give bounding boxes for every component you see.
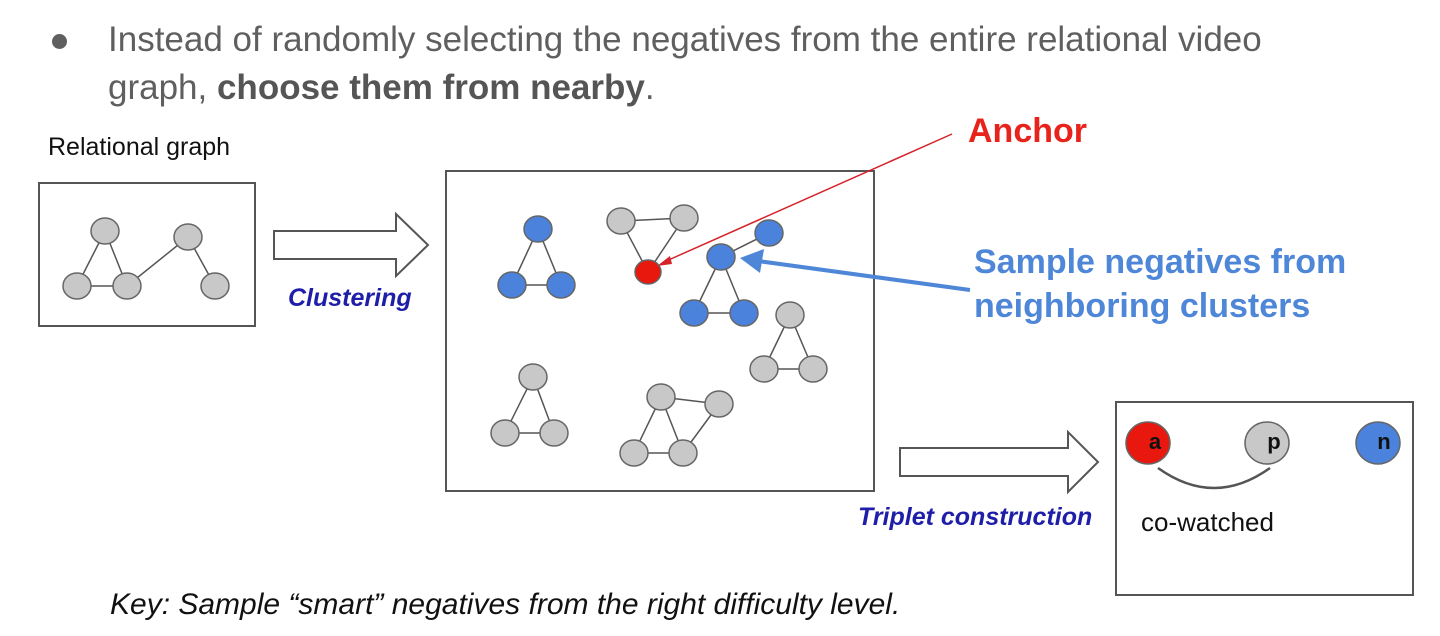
cluster-c-node-4: [729, 299, 759, 327]
rel-node-3: [62, 272, 92, 300]
triplet-negative-node: [1355, 421, 1401, 465]
sample-pointer-arrow: [740, 249, 971, 292]
sample-label-line-2: neighboring clusters: [974, 287, 1311, 325]
positive-node-letter: p: [1267, 429, 1281, 454]
clustering-arrow-icon: [273, 211, 430, 279]
bullet-bold-text: choose them from nearby: [216, 68, 645, 107]
anchor-pointer-arrow: [657, 133, 953, 266]
cluster-a-node-2: [497, 271, 527, 299]
cluster-c-node-3: [679, 299, 709, 327]
rel-node-1: [90, 217, 120, 245]
anchor-node-letter: a: [1148, 429, 1162, 454]
cluster-b-node-2: [669, 204, 699, 232]
bullet-text: Instead of randomly selecting the negati…: [108, 20, 1262, 107]
cluster-c-node-2: [706, 243, 736, 271]
cluster-d-node-3: [798, 355, 828, 383]
sample-negatives-label: Sample negatives from neighboring cluste…: [974, 240, 1346, 328]
cluster-f-node-2: [704, 390, 734, 418]
key-takeaway: Key: Sample “smart” negatives from the r…: [110, 588, 901, 621]
cluster-f-node-4: [668, 439, 698, 467]
clustering-label: Clustering: [288, 284, 412, 312]
rel-node-2: [173, 223, 203, 251]
triplet-construction-label: Triplet construction: [858, 503, 1093, 531]
triplet-positive-node: [1244, 421, 1290, 465]
rel-node-5: [200, 272, 230, 300]
cluster-f-node-3: [619, 439, 649, 467]
anchor-label: Anchor: [968, 112, 1087, 150]
triplet-arrow-icon: [899, 429, 1100, 495]
cluster-b-node-1: [606, 207, 636, 235]
cluster-a-node-1: [523, 215, 553, 243]
graph-nodes: [62, 204, 1401, 467]
cluster-e-node-2: [490, 419, 520, 447]
cluster-f-node-1: [646, 383, 676, 411]
triplet-anchor-node: [1125, 421, 1171, 465]
cluster-d-node-2: [749, 355, 779, 383]
cluster-e-node-1: [518, 363, 548, 391]
relational-graph-box: [38, 182, 256, 327]
cluster-c-node-1: [754, 219, 784, 247]
rel-node-4: [112, 272, 142, 300]
anchor-node: [634, 259, 662, 285]
co-watched-label: co-watched: [1141, 507, 1274, 537]
relational-graph-label: Relational graph: [48, 133, 231, 161]
sample-label-line-1: Sample negatives from: [974, 243, 1347, 281]
negative-node-letter: n: [1377, 429, 1391, 454]
cluster-e-node-3: [539, 419, 569, 447]
bullet-dot-icon: [52, 34, 67, 49]
co-watched-curve: [1157, 466, 1271, 490]
cluster-d-node-1: [775, 301, 805, 329]
cluster-a-node-3: [546, 271, 576, 299]
